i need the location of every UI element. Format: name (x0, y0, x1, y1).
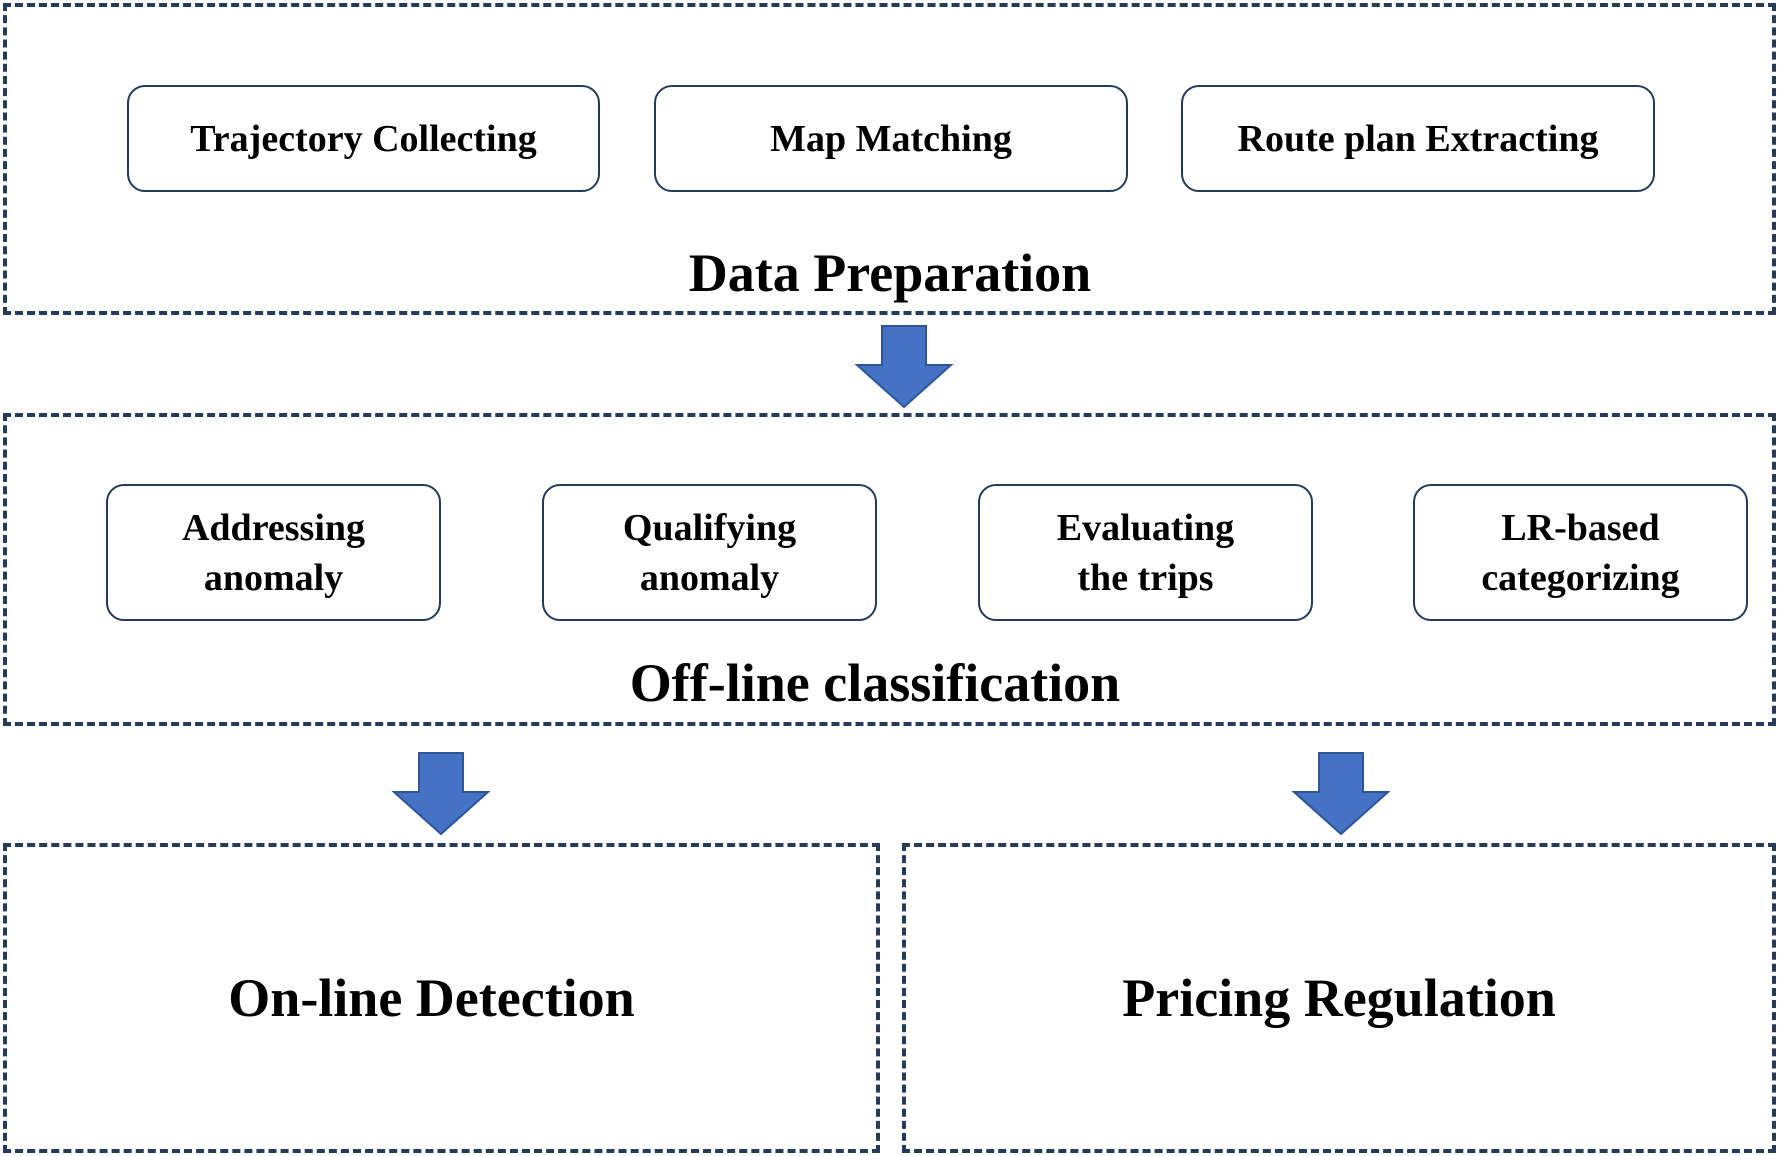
online-detection-frame (3, 843, 880, 1153)
data-preparation-frame (3, 3, 1776, 315)
step-lr-based-categorizing: LR-based categorizing (1413, 484, 1748, 621)
pricing-regulation-title: Pricing Regulation (1122, 968, 1556, 1028)
step-addressing-anomaly: Addressing anomaly (106, 484, 441, 621)
step-label: Addressing anomaly (181, 506, 366, 599)
step-label: Route plan Extracting (1237, 117, 1599, 160)
step-label: LR-based categorizing (1481, 506, 1680, 599)
step-map-matching: Map Matching (654, 85, 1128, 192)
data-preparation-title: Data Preparation (688, 243, 1092, 303)
step-trajectory-collecting: Trajectory Collecting (127, 85, 600, 192)
step-label: Map Matching (770, 117, 1012, 160)
offline-classification-title: Off-line classification (629, 653, 1121, 713)
step-label: Trajectory Collecting (190, 117, 537, 160)
step-evaluating-trips: Evaluating the trips (978, 484, 1313, 621)
down-arrow-icon (1291, 752, 1391, 836)
step-label: Qualifying anomaly (622, 506, 797, 599)
online-detection-title: On-line Detection (228, 968, 635, 1028)
down-arrow-icon (391, 752, 491, 836)
down-arrow-icon (854, 325, 954, 409)
pricing-regulation-frame (902, 843, 1776, 1153)
offline-classification-frame (3, 413, 1776, 726)
step-qualifying-anomaly: Qualifying anomaly (542, 484, 877, 621)
step-route-plan-extracting: Route plan Extracting (1181, 85, 1655, 192)
step-label: Evaluating the trips (1056, 506, 1235, 599)
